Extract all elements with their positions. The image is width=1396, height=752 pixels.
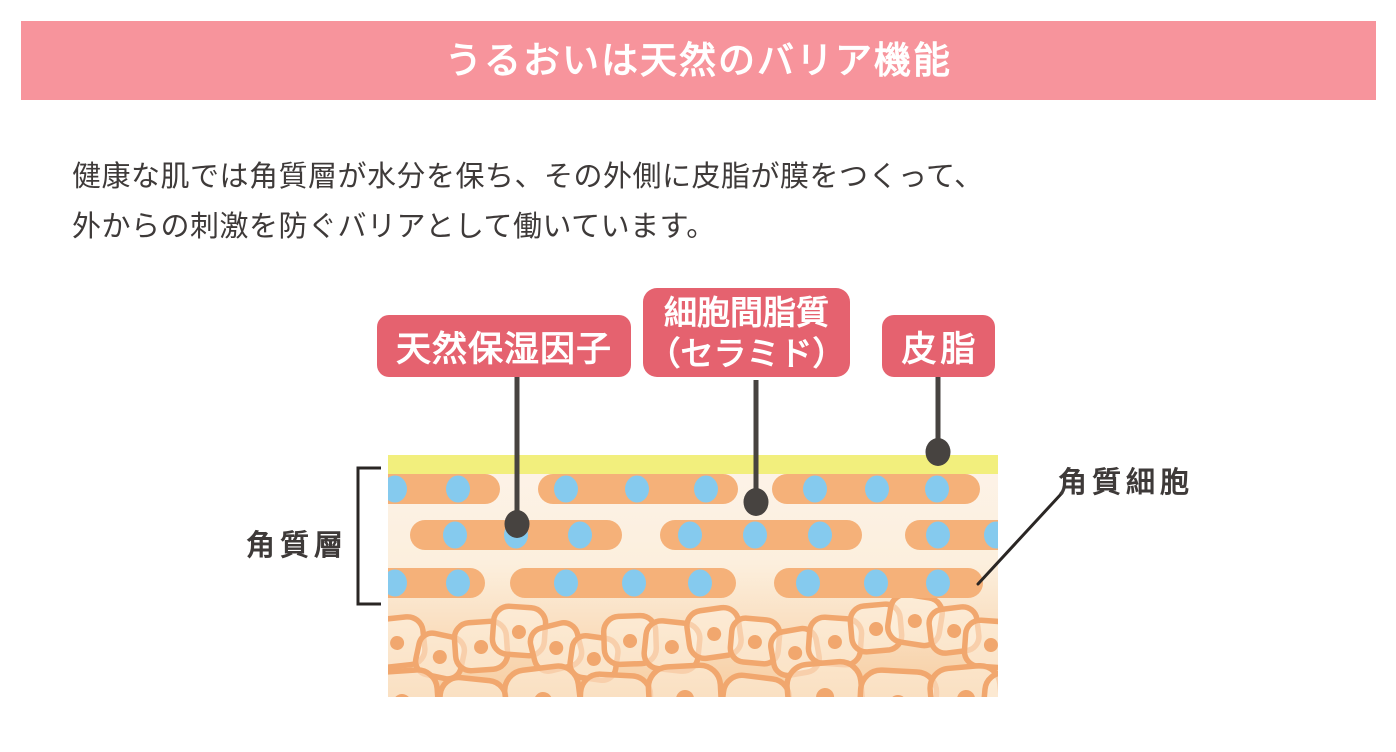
lipid-pointer (743, 380, 769, 516)
living-cell (645, 662, 725, 697)
corneocyte-row (388, 474, 980, 504)
cell-nucleus (390, 635, 405, 650)
cell-nucleus (983, 637, 998, 652)
moisture-dot (388, 475, 407, 503)
badge-nmf-text: 天然保湿因子 (395, 329, 612, 369)
badge-lipid-line2: （セラミド） (647, 334, 846, 372)
cell-nucleus (947, 623, 962, 638)
cell-nucleus (462, 699, 482, 719)
moisture-dot (808, 521, 832, 549)
cell-nucleus (827, 634, 842, 649)
living-cell (435, 674, 509, 719)
living-cell (576, 671, 654, 697)
stratum-corneum-bracket (356, 466, 381, 606)
cell-nucleus (816, 687, 835, 697)
moisture-dot (984, 521, 998, 549)
cell-nucleus (788, 645, 803, 660)
cell-nucleus (745, 697, 765, 717)
moisture-dot (864, 569, 888, 597)
living-cell (856, 667, 940, 697)
corneocyte-row (410, 520, 998, 550)
living-cell (927, 662, 998, 697)
corneocyte-row (388, 568, 983, 598)
sebum-film-layer (388, 455, 998, 474)
living-cell (501, 663, 585, 697)
moisture-dot (625, 475, 649, 503)
pointer-dot (925, 438, 951, 466)
moisture-dot (446, 475, 470, 503)
cell-nucleus (957, 689, 976, 697)
living-cell (980, 670, 1025, 713)
cell-nucleus (586, 651, 601, 666)
pointer-dot (504, 510, 530, 538)
moisture-dot (678, 521, 702, 549)
moisture-dot (803, 475, 827, 503)
nmf-pointer (504, 377, 530, 538)
corneocyte-cell (905, 520, 998, 550)
living-cell (684, 604, 744, 662)
living-cell-layer (388, 591, 1025, 719)
label-corneocyte: 角質細胞 (1058, 467, 1195, 499)
living-cell (718, 672, 792, 717)
label-badge-natural-moisturizing-factor: 天然保湿因子 (377, 315, 631, 377)
living-cell (961, 617, 998, 671)
badge-sebum-text: 皮脂 (901, 329, 980, 369)
cell-nucleus (664, 639, 679, 654)
label-stratum-corneum: 角質層 (246, 530, 349, 562)
cell-nucleus (707, 626, 722, 641)
cell-nucleus (1005, 693, 1025, 713)
sebum-pointer (925, 377, 951, 466)
cell-nucleus (549, 640, 564, 655)
cell-nucleus (888, 694, 907, 697)
cell-nucleus (534, 691, 553, 697)
moisture-dot (622, 569, 646, 597)
label-badge-intercellular-lipid: 細胞間脂質 （セラミド） (643, 288, 850, 377)
intro-line-2: 外からの刺激を防ぐバリアとして働いています。 (72, 211, 716, 243)
cell-nucleus (907, 613, 922, 628)
cell-nucleus (676, 689, 695, 697)
moisture-dot (925, 475, 949, 503)
moisture-dot (688, 569, 712, 597)
moisture-dot (926, 569, 950, 597)
cell-nucleus (432, 649, 447, 664)
cell-nucleus (747, 634, 762, 649)
cell-nucleus (869, 621, 884, 636)
moisture-dot (865, 475, 889, 503)
corneocyte-pointer-line (976, 491, 1064, 586)
corneocyte-cell (388, 474, 500, 504)
cell-nucleus (511, 624, 526, 639)
cell-nucleus (605, 696, 624, 697)
moisture-dot (388, 569, 407, 597)
intro-line-1: 健康な肌では角質層が水分を保ち、その外側に皮脂が膜をつくって、 (72, 161, 984, 193)
skin-layers (388, 455, 1025, 719)
living-cell (388, 667, 442, 697)
moisture-dot (446, 569, 470, 597)
moisture-dot (554, 475, 578, 503)
moisture-dot (796, 569, 820, 597)
moisture-dot (443, 521, 467, 549)
moisture-dot (743, 521, 767, 549)
moisture-dot (568, 521, 592, 549)
title-banner: うるおいは天然のバリア機能 (21, 21, 1376, 100)
label-badge-sebum: 皮脂 (882, 315, 995, 377)
moisture-dot (926, 521, 950, 549)
page-title: うるおいは天然のバリア機能 (445, 40, 952, 81)
pointer-dot (743, 488, 769, 516)
living-cell (784, 658, 866, 697)
cell-nucleus (474, 639, 489, 654)
intro-text: 健康な肌では角質層が水分を保ち、その外側に皮脂が膜をつくって、 外からの刺激を防… (72, 152, 984, 252)
cell-nucleus (623, 633, 638, 648)
moisture-dot (694, 475, 718, 503)
badge-lipid-line1: 細胞間脂質 (664, 293, 829, 331)
moisture-dot (554, 569, 578, 597)
